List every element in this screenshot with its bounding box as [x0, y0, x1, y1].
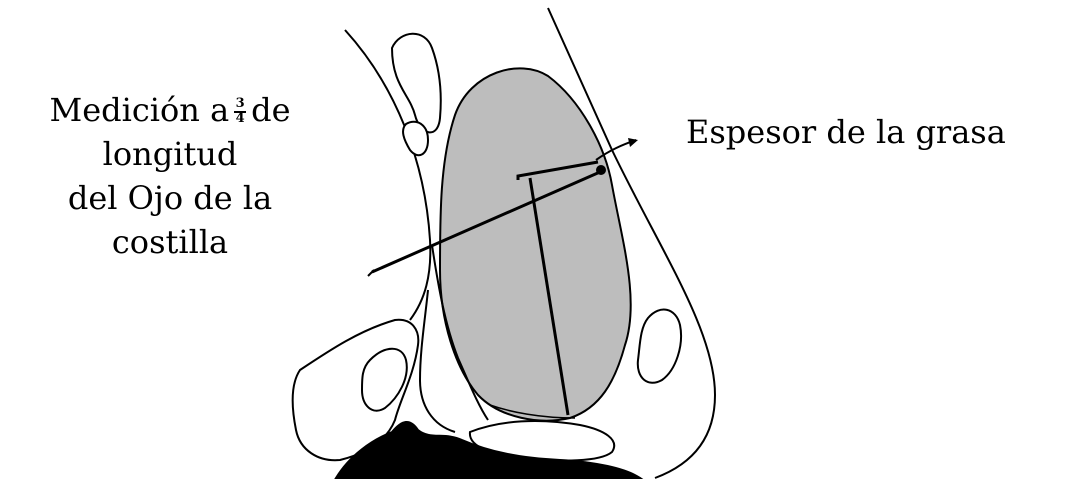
fat-island-top [392, 34, 441, 133]
fat-island-upper [403, 122, 428, 155]
fat-thickness-arrowhead [628, 138, 638, 147]
measurement-label-line-2: longitud [0, 132, 340, 176]
measurement-label-line-3: del Ojo de la [0, 176, 340, 220]
rib-eye-muscle [440, 68, 631, 420]
measurement-label-line-4: costilla [0, 220, 340, 264]
fat-thickness-point [596, 165, 606, 175]
fat-thickness-label: Espesor de la grasa [686, 110, 1006, 154]
fat-island-right [638, 310, 681, 383]
